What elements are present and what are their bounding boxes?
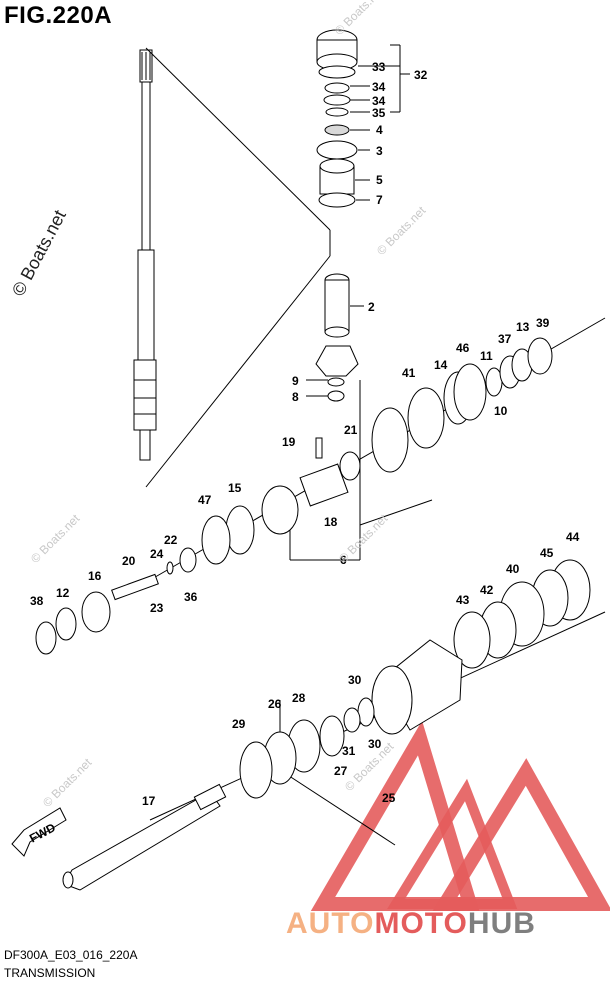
callout-20: 20 xyxy=(122,554,136,568)
callout-37: 37 xyxy=(498,332,512,346)
callout-5: 5 xyxy=(376,173,383,187)
callout-22: 22 xyxy=(164,533,178,547)
callout-14: 14 xyxy=(434,358,448,372)
callout-13: 13 xyxy=(516,320,530,334)
callout-19: 19 xyxy=(282,435,296,449)
callout-15: 15 xyxy=(228,481,242,495)
callout-33: 33 xyxy=(372,60,386,74)
callout-35: 35 xyxy=(372,106,386,120)
callout-17: 17 xyxy=(142,794,156,808)
callout-32: 32 xyxy=(414,68,428,82)
callout-25: 25 xyxy=(382,791,396,805)
callout-38: 38 xyxy=(30,594,44,608)
callout-28: 28 xyxy=(292,691,306,705)
callout-34b: 34 xyxy=(372,94,386,108)
callout-23: 23 xyxy=(150,601,164,615)
callout-8: 8 xyxy=(292,390,299,404)
brand-part-moto: MOTO xyxy=(374,907,468,940)
callout-29: 29 xyxy=(232,717,246,731)
callout-10: 10 xyxy=(494,404,508,418)
logo-triangle xyxy=(310,720,610,911)
reverse-gear-assembly xyxy=(239,559,591,799)
callout-44: 44 xyxy=(566,530,580,544)
callout-labels: 33 32 34 34 35 4 3 5 7 2 9 8 41 14 46 11… xyxy=(30,60,580,808)
callout-26: 26 xyxy=(268,697,282,711)
callout-3: 3 xyxy=(376,144,383,158)
propeller-shaft xyxy=(62,783,227,891)
callout-24: 24 xyxy=(150,547,164,561)
callout-43: 43 xyxy=(456,593,470,607)
upper-bearing-assembly xyxy=(316,29,358,338)
fwd-arrow-icon: FWD xyxy=(11,807,67,857)
callout-40: 40 xyxy=(506,562,520,576)
figure-code: DF300A_E03_016_220A xyxy=(4,948,138,962)
callout-6: 6 xyxy=(340,553,347,567)
figure-name: TRANSMISSION xyxy=(4,966,96,980)
callout-31: 31 xyxy=(342,744,356,758)
callout-4: 4 xyxy=(376,123,383,137)
callout-47: 47 xyxy=(198,493,212,507)
callout-45: 45 xyxy=(540,546,554,560)
brand-part-auto: AUTO xyxy=(286,907,375,940)
callout-21: 21 xyxy=(344,423,358,437)
brand-part-hub: HUB xyxy=(467,907,536,940)
propeller-shaft-gears xyxy=(35,337,553,655)
callout-brackets xyxy=(306,44,410,397)
callout-27: 27 xyxy=(334,764,348,778)
callout-46: 46 xyxy=(456,341,470,355)
callout-9: 9 xyxy=(292,374,299,388)
callout-39: 39 xyxy=(536,316,550,330)
callout-36: 36 xyxy=(184,590,198,604)
callout-18: 18 xyxy=(324,515,338,529)
brand-logo: AUTOMOTOHUB xyxy=(286,907,536,941)
callout-11: 11 xyxy=(480,349,493,363)
figure-title: FIG.220A xyxy=(4,2,113,29)
callout-34a: 34 xyxy=(372,80,386,94)
pinion-gear xyxy=(315,345,359,402)
callout-42: 42 xyxy=(480,583,494,597)
callout-41: 41 xyxy=(402,366,416,380)
callout-16: 16 xyxy=(88,569,102,583)
callout-7: 7 xyxy=(376,193,383,207)
drive-shaft xyxy=(133,49,157,461)
callout-30b: 30 xyxy=(368,737,382,751)
callout-2: 2 xyxy=(368,300,375,314)
callout-30a: 30 xyxy=(348,673,362,687)
callout-12: 12 xyxy=(56,586,70,600)
